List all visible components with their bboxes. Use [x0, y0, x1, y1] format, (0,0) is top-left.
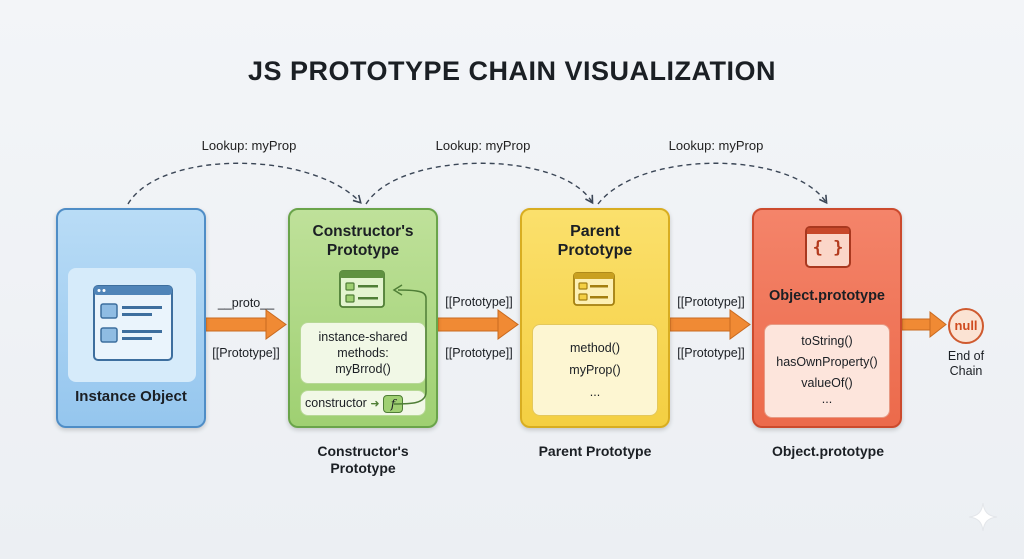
constructor-prototype-title: Constructor's Prototype — [312, 223, 414, 259]
instance-object-card: Instance Object — [56, 208, 206, 428]
parent-methods-panel: method() myProp() ... — [532, 324, 658, 416]
parent-window-icon — [573, 272, 615, 306]
constructor-prototype-card: Constructor's Prototype instance-shared … — [288, 208, 438, 428]
shared-methods-line-1: instance-shared — [318, 330, 408, 344]
object-method-item: hasOwnProperty() — [776, 355, 878, 369]
lookup-label-1: Lookup: myProp — [201, 138, 297, 153]
constructor-label: constructor — [305, 396, 367, 410]
edge-label-prototype-2a: [[Prototype]] — [445, 295, 513, 309]
parent-method-item: myProp() — [569, 363, 621, 377]
edge-label-prototype-3b: [[Prototype]] — [677, 346, 745, 360]
instance-icon-panel — [68, 268, 196, 382]
parent-prototype-card: Parent Prototype method() myProp() ... — [520, 208, 670, 428]
object-prototype-card: { } Object.prototype toString() hasOwnPr… — [752, 208, 902, 428]
proto-arrow-3 — [669, 309, 751, 340]
parent-method-item: ... — [589, 385, 601, 399]
prototype-window-icon — [339, 270, 385, 308]
lookup-label-3: Lookup: myProp — [668, 138, 764, 153]
lookup-arc-1 — [127, 162, 362, 205]
document-icon — [93, 285, 173, 361]
arrow-right-icon: ➜ — [370, 398, 380, 410]
sparkle-icon — [968, 502, 998, 532]
lookup-arc-2 — [365, 162, 594, 205]
object-method-item: ... — [821, 392, 833, 406]
edge-label-prototype-1: [[Prototype]] — [212, 346, 280, 360]
object-methods-panel: toString() hasOwnProperty() valueOf() ..… — [764, 324, 890, 418]
object-prototype-title: Object.prototype — [768, 288, 885, 304]
proto-arrow-1 — [205, 309, 287, 340]
null-node: null — [948, 308, 984, 344]
edge-label-prototype-3a: [[Prototype]] — [677, 295, 745, 309]
constructor-row: constructor ➜ f — [300, 390, 426, 416]
parent-prototype-title: Parent Prototype — [557, 223, 633, 259]
edge-label-proto: __proto__ — [217, 296, 275, 310]
edge-label-prototype-2b: [[Prototype]] — [445, 346, 513, 360]
instance-object-label: Instance Object — [75, 388, 187, 405]
shared-methods-line-3: myBrrod() — [335, 362, 391, 376]
caption-constructor-prototype: Constructor's Prototype — [317, 443, 409, 476]
shared-methods-line-2: methods: — [337, 346, 389, 360]
braces-icon: { } — [805, 226, 851, 268]
end-of-chain-label: End of Chain — [947, 349, 985, 378]
lookup-arc-3 — [597, 162, 828, 205]
diagram-title: JS PROTOTYPE CHAIN VISUALIZATION — [247, 56, 777, 86]
constructor-loop-arrow — [392, 284, 427, 405]
shared-methods-panel: instance-shared methods: myBrrod() — [300, 322, 426, 384]
object-method-item: toString() — [801, 334, 853, 348]
caption-object-prototype: Object.prototype — [771, 443, 885, 459]
proto-arrow-2 — [437, 309, 519, 340]
proto-arrow-null — [901, 310, 947, 339]
object-method-item: valueOf() — [801, 376, 853, 390]
caption-parent-prototype: Parent Prototype — [538, 443, 652, 459]
lookup-label-2: Lookup: myProp — [435, 138, 531, 153]
parent-method-item: method() — [569, 341, 621, 355]
